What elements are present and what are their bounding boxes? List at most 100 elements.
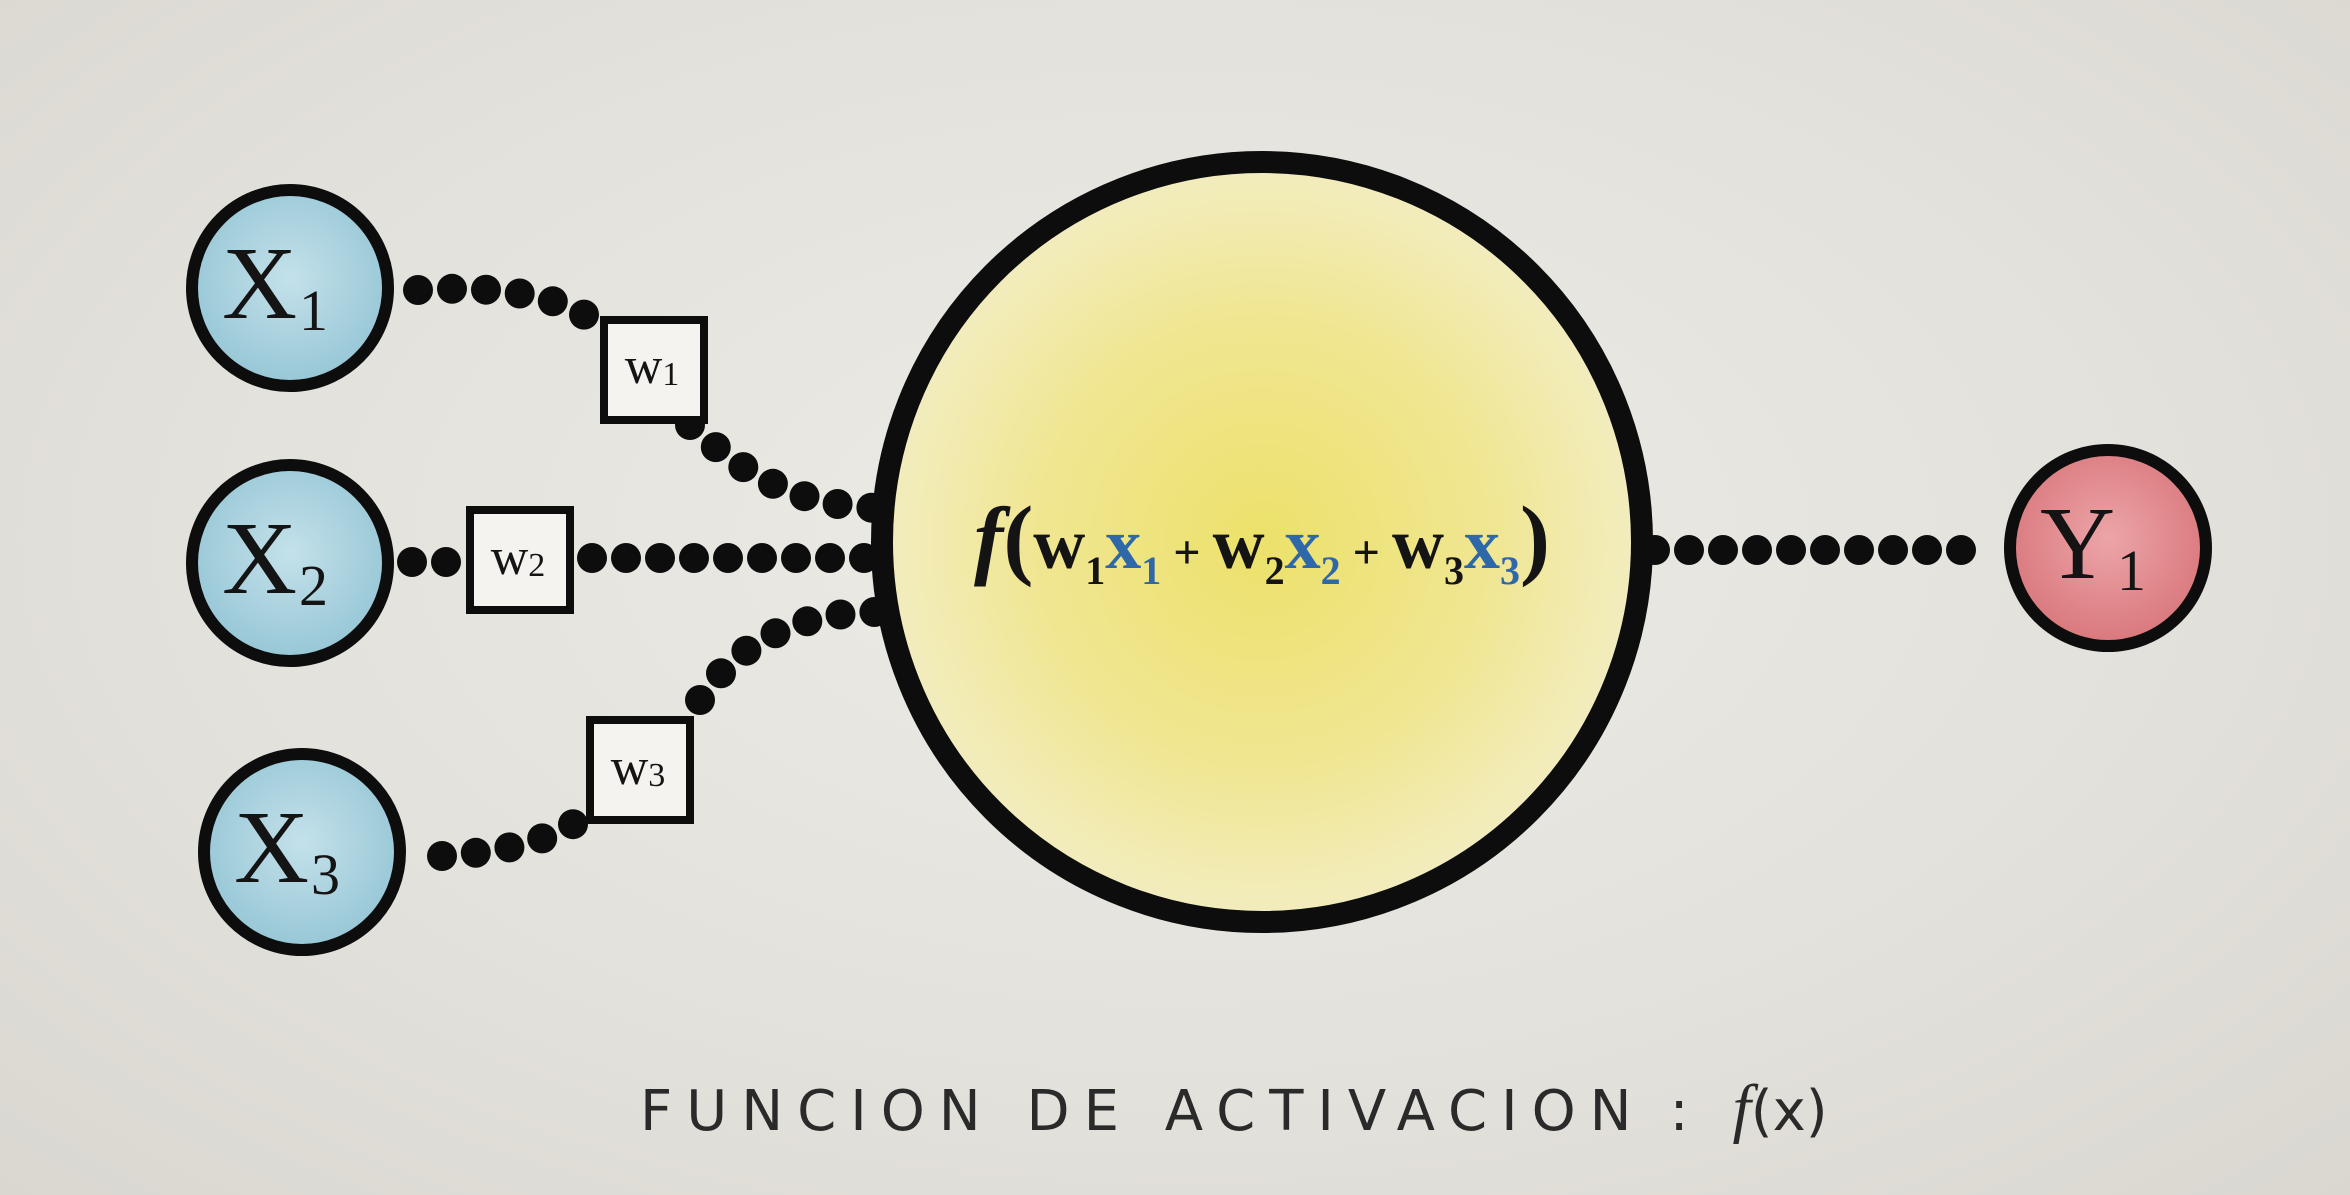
weight-box-w3: w3 xyxy=(586,716,694,824)
formula-w2: w xyxy=(1213,504,1265,584)
weight-sub: 2 xyxy=(528,547,545,584)
connection-dot xyxy=(713,543,743,573)
connection-dot xyxy=(1674,535,1704,565)
connection-dot xyxy=(527,823,558,854)
connection-w2-neuron xyxy=(577,543,879,573)
output-node-y1: Y1 xyxy=(2004,444,2212,652)
connection-x3-w3 xyxy=(427,809,588,871)
connection-dot xyxy=(577,543,607,573)
connection-dot xyxy=(537,286,568,317)
weight-sub: 3 xyxy=(648,757,665,794)
connection-dot xyxy=(569,299,599,330)
svg-text:w2: w2 xyxy=(491,529,546,586)
connection-dot xyxy=(760,618,791,649)
neuron-node: f(w1x1+w2x2+w3x3) xyxy=(871,151,1653,933)
connection-dot xyxy=(1912,535,1942,565)
weight-letter: w xyxy=(625,338,663,395)
connection-dot xyxy=(685,685,715,715)
formula-x1-sub: 1 xyxy=(1141,548,1161,593)
caption-arg: (x) xyxy=(1751,1079,1828,1144)
formula-open: ( xyxy=(1003,489,1033,588)
formula-w1-sub: 1 xyxy=(1085,548,1105,593)
connection-dot xyxy=(728,452,759,483)
connection-dot xyxy=(700,432,731,463)
weight-sub: 1 xyxy=(662,356,679,393)
formula-w3: w xyxy=(1392,504,1444,584)
connection-dot xyxy=(822,489,853,519)
connection-dot xyxy=(397,547,427,577)
caption-sep: : xyxy=(1670,1079,1703,1144)
input-node-x2: X2 xyxy=(186,459,394,667)
input-sub: 2 xyxy=(299,553,328,618)
connection-w1-neuron xyxy=(675,410,887,523)
connection-dot xyxy=(611,543,641,573)
connection-dot xyxy=(1844,535,1874,565)
connection-dot xyxy=(789,481,820,512)
connection-dots xyxy=(397,273,1976,871)
input-sub: 1 xyxy=(299,278,328,343)
connection-dot xyxy=(427,841,457,871)
formula-plus-2: + xyxy=(1353,526,1380,579)
connection-neuron-y1 xyxy=(1640,535,1976,565)
svg-text:X3: X3 xyxy=(234,790,340,907)
input-node-x1: X1 xyxy=(186,184,394,392)
connection-dot xyxy=(747,543,777,573)
weight-letter: w xyxy=(611,739,649,796)
connection-dot xyxy=(460,837,491,868)
connection-dot xyxy=(558,809,588,840)
connection-dot xyxy=(815,543,845,573)
input-letter: X xyxy=(222,501,297,616)
svg-text:X1: X1 xyxy=(222,226,328,343)
connection-dot xyxy=(706,658,736,689)
formula-w2-sub: 2 xyxy=(1265,548,1285,593)
svg-text:w1: w1 xyxy=(625,338,680,395)
formula-w3-sub: 3 xyxy=(1444,548,1464,593)
connection-dot xyxy=(431,547,461,577)
connection-dot xyxy=(437,273,467,304)
weight-letter: w xyxy=(491,529,529,586)
input-sub: 3 xyxy=(311,842,340,907)
activation-caption: FUNCION DE ACTIVACION:f(x) xyxy=(640,1072,1828,1145)
connection-dot xyxy=(1810,535,1840,565)
formula-x2-sub: 2 xyxy=(1321,548,1341,593)
formula-w1: w xyxy=(1033,504,1085,584)
connection-dot xyxy=(731,635,762,666)
output-letter: Y xyxy=(2040,486,2115,601)
connection-dot xyxy=(792,606,823,637)
connection-dot xyxy=(757,468,788,499)
formula-close: ) xyxy=(1520,489,1550,588)
formula-plus-1: + xyxy=(1173,526,1200,579)
connection-dot xyxy=(1878,535,1908,565)
formula-x2: x xyxy=(1285,504,1321,584)
connection-dot xyxy=(494,832,525,863)
connection-x1-w1 xyxy=(403,273,599,330)
connection-dot xyxy=(504,278,535,309)
connection-w3-neuron xyxy=(685,597,890,715)
weight-box-w1: w1 xyxy=(600,316,708,424)
output-sub: 1 xyxy=(2117,538,2146,603)
svg-text:X2: X2 xyxy=(222,501,328,618)
connection-dot xyxy=(1708,535,1738,565)
svg-text:w3: w3 xyxy=(611,739,666,796)
input-letter: X xyxy=(234,790,309,905)
connection-dot xyxy=(825,599,856,630)
caption-label: FUNCION DE ACTIVACION xyxy=(640,1079,1646,1144)
connection-dot xyxy=(645,543,675,573)
connection-dot xyxy=(403,275,433,305)
connection-dot xyxy=(471,274,501,305)
input-node-x3: X3 xyxy=(198,748,406,956)
connection-x2-w2 xyxy=(397,547,461,577)
weight-box-w2: w2 xyxy=(466,506,574,614)
connection-dot xyxy=(781,543,811,573)
connection-dot xyxy=(1946,535,1976,565)
formula-x3-sub: 3 xyxy=(1500,548,1520,593)
connection-dot xyxy=(1742,535,1772,565)
svg-text:Y1: Y1 xyxy=(2040,486,2146,603)
input-letter: X xyxy=(222,226,297,341)
connection-dot xyxy=(1776,535,1806,565)
formula-x3: x xyxy=(1464,504,1500,584)
connection-dot xyxy=(679,543,709,573)
weighted-sum-formula: f(w1x1+w2x2+w3x3) xyxy=(974,489,1550,593)
formula-x1: x xyxy=(1105,504,1141,584)
